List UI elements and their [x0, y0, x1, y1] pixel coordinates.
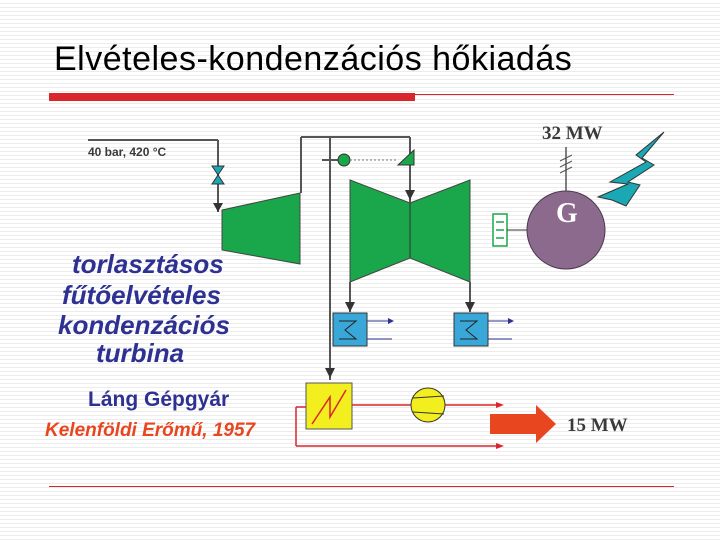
lightning-icon: [596, 131, 665, 207]
extraction-pipes: [300, 136, 415, 380]
steam-inlet-pipe: [88, 139, 225, 212]
title-accent-bar: [49, 93, 415, 101]
steam-inlet-label: 40 bar, 420 °C: [88, 145, 167, 159]
control-valve: [322, 148, 415, 167]
hp-turbine: [221, 192, 301, 265]
turbine-desc-line-1: torlasztásos: [72, 249, 224, 279]
slide-title: Elvételes-kondenzációs hőkiadás: [54, 40, 573, 78]
turbine-desc-line-4: turbina: [96, 338, 184, 368]
condenser-1: [332, 312, 394, 347]
condenser-lines: [345, 282, 475, 312]
bottom-divider: [49, 486, 674, 487]
heat-output-label: 15 MW: [567, 415, 628, 436]
condenser-2: [453, 312, 514, 347]
pump-icon: [410, 387, 446, 423]
shaft-coupling: [492, 213, 508, 247]
heat-exchanger: [305, 382, 353, 430]
electric-output-label: 32 MW: [542, 123, 603, 144]
turbine-desc-line-3: kondenzációs: [58, 310, 230, 340]
generator-label: G: [556, 198, 578, 229]
heat-output-arrow: [490, 405, 556, 443]
generator: G: [507, 147, 606, 270]
turbine-desc-line-2: fűtőelvételes: [62, 280, 221, 310]
turbine-description: torlasztásos fűtőelvételes kondenzációs …: [58, 249, 230, 368]
plant-label: Kelenföldi Erőmű, 1957: [45, 420, 257, 441]
title-underline: [49, 94, 674, 95]
district-heating-loop: [295, 402, 504, 449]
manufacturer-label: Láng Gépgyár: [88, 388, 229, 411]
